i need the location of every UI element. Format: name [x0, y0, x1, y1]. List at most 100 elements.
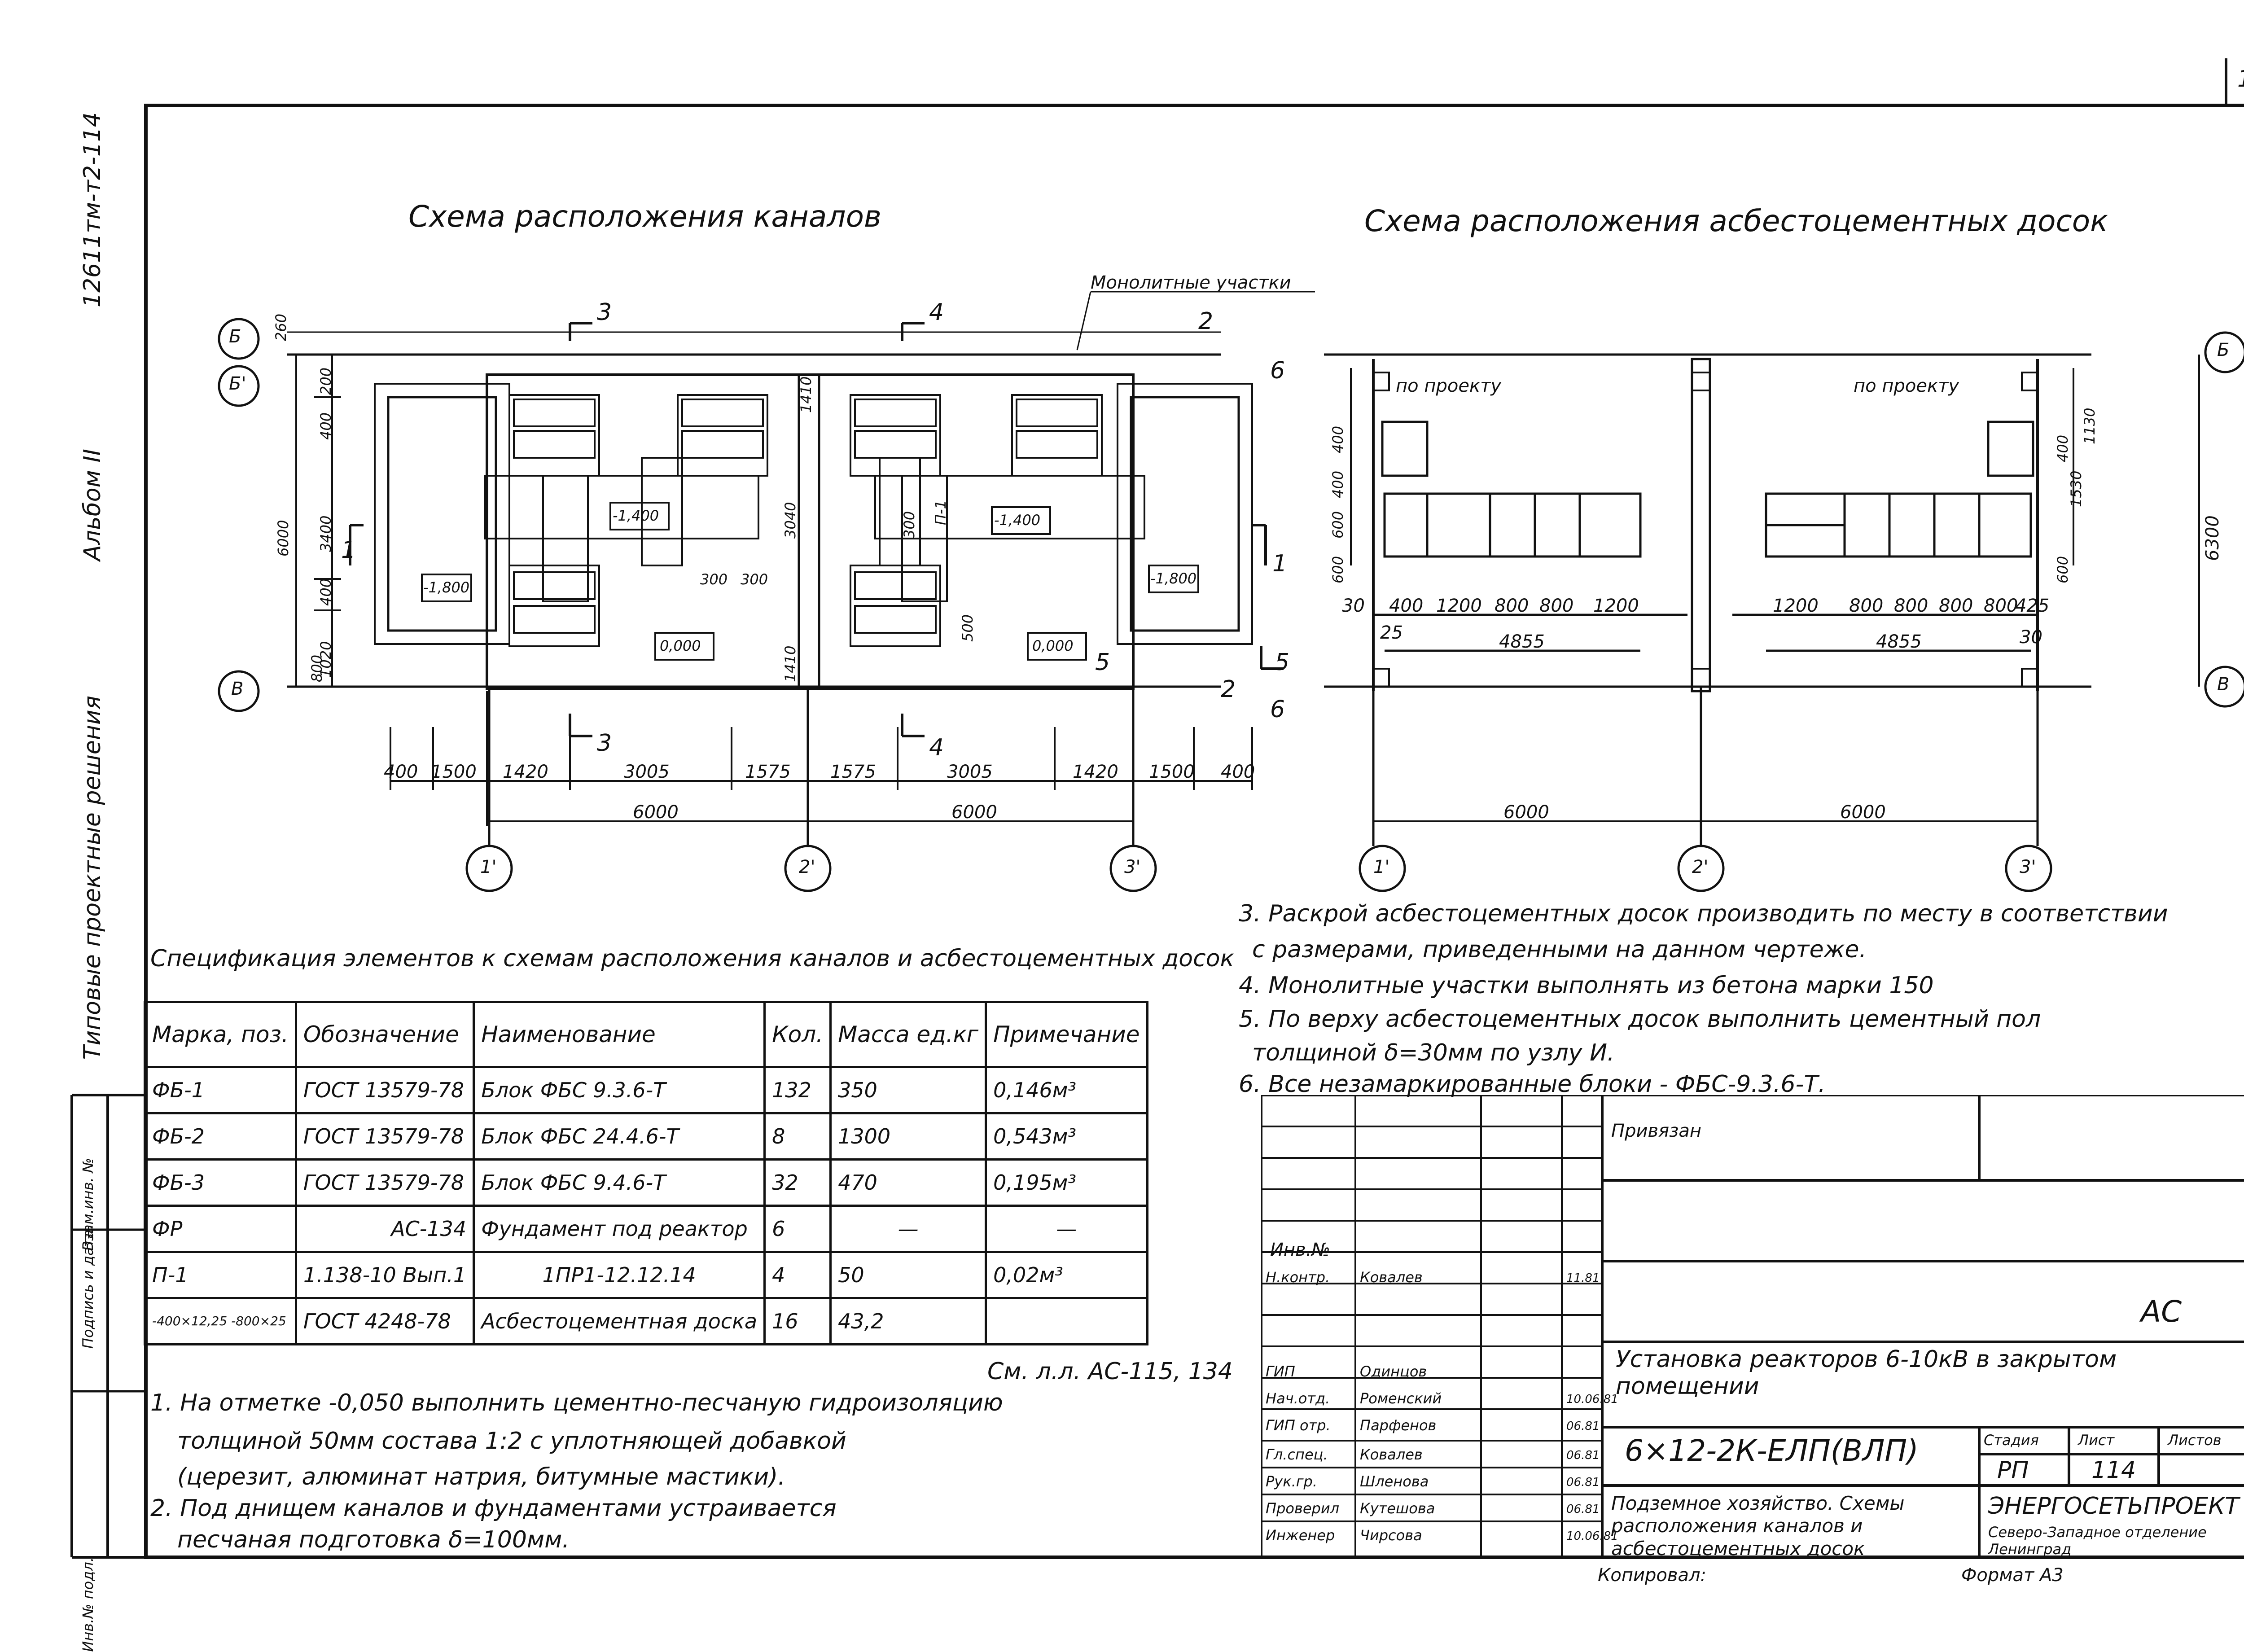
dim-3005-right: 3005	[947, 762, 993, 782]
dim-1575-left: 1575	[745, 762, 791, 782]
axis-col-3: 3'	[1124, 857, 1141, 877]
spec-cell: 0,543м³	[985, 1112, 1148, 1161]
project-code: 12611тм-т2-114	[79, 112, 106, 308]
note-4: 4. Монолитные участки выполнять из бетон…	[1239, 972, 1934, 999]
axis-row-b-prime: Б'	[229, 373, 246, 394]
axis-row-v-right: В	[2217, 674, 2230, 695]
dim-400-left: 400	[384, 762, 418, 782]
board-dim-400: 400	[1389, 596, 1424, 616]
board-dim-30: 30	[1342, 596, 1365, 616]
note-3-cont: с размерами, приведенными на данном черт…	[1252, 936, 1867, 963]
spec-title: Спецификация элементов к схемам располож…	[150, 945, 1234, 972]
elevation-5: 0,000	[660, 637, 701, 654]
board-dim-800-a: 800	[1495, 596, 1529, 616]
spec-cell: 8	[763, 1112, 832, 1161]
stamp-inv-no: Инв.№	[1270, 1240, 1330, 1260]
spec-cell: ГОСТ 4248-78	[294, 1297, 475, 1345]
title-block-lines	[1261, 1095, 2244, 1557]
note-2: 2. Под днищем каналов и фундаментами уст…	[150, 1495, 837, 1522]
inner-dim-800: 800	[308, 654, 325, 682]
section-mark-4-bottom: 4	[929, 734, 944, 761]
spec-cell: Фундамент под реактор	[473, 1205, 766, 1253]
spec-cell: 50	[829, 1251, 987, 1299]
note-po-proektu-right: по проекту	[1854, 376, 1959, 396]
stamp-date: 06.81	[1566, 1476, 1600, 1489]
note-1-cont-a: толщиной 50мм состава 1:2 с уплотняющей …	[177, 1428, 846, 1455]
stamp-name: Парфенов	[1360, 1417, 1437, 1434]
stamp-stage-value: РП	[1997, 1457, 2029, 1484]
board-right-400: 400	[2054, 434, 2071, 462]
stamp-stage-header: Стадия	[1984, 1432, 2039, 1449]
axis-col-3-right: 3'	[2020, 857, 2036, 877]
inner-dim-300-c: 300	[901, 511, 918, 539]
stamp-privyazan: Привязан	[1611, 1121, 1702, 1141]
board-dim-1200-b: 1200	[1593, 596, 1639, 616]
elevation-1: -1,400	[613, 507, 659, 524]
spec-cell: 6	[763, 1205, 832, 1253]
spec-header-note: Примечание	[985, 1001, 1148, 1068]
stamp-sheet-value: 114	[2091, 1457, 2136, 1484]
inner-dim-1410-b: 1410	[782, 645, 799, 682]
dim-3005-left: 3005	[624, 762, 670, 782]
stamp-name: Шленова	[1360, 1473, 1429, 1490]
dim-6000-vertical: 6000	[275, 520, 292, 557]
note-5: 5. По верху асбестоцементных досок выпол…	[1239, 1006, 2041, 1033]
stamp-date: 10.06.81	[1566, 1529, 1618, 1543]
binding-label-inv: Инв.№ подл.	[79, 1557, 96, 1652]
spec-cell: Блок ФБС 9.4.6-Т	[473, 1158, 766, 1207]
dim-3400: 3400	[317, 515, 334, 552]
stamp-name: Ковалев	[1360, 1269, 1423, 1286]
stamp-date: 06.81	[1566, 1420, 1600, 1433]
spec-header-name: Наименование	[473, 1001, 766, 1068]
page-number: 110	[2237, 67, 2244, 91]
section-mark-5-right: 5	[1275, 649, 1290, 676]
spec-cell: Блок ФБС 9.3.6-Т	[473, 1066, 766, 1114]
board-axis-6000-right: 6000	[1840, 802, 1886, 823]
axis-col-2: 2'	[799, 857, 815, 877]
note-5-cont: толщиной δ=30мм по узлу И.	[1252, 1039, 1615, 1066]
board-total-right: 4855	[1876, 631, 1922, 652]
section-mark-2-bottom: 2	[1221, 676, 1236, 703]
board-dim-25: 25	[1380, 622, 1403, 643]
board-dim-30-right: 30	[2020, 627, 2042, 648]
table-row: ФР АС-134 Фундамент под реактор 6 — —	[144, 1205, 1148, 1253]
board-left-600-a: 600	[1329, 511, 1346, 539]
spec-cell: ФБ-1	[144, 1066, 297, 1114]
dim-260: 260	[272, 313, 289, 341]
axis-col-2-right: 2'	[1692, 857, 1709, 877]
board-left-600-b: 600	[1329, 556, 1346, 583]
elevation-2: -1,400	[994, 512, 1041, 529]
spec-cell: 132	[763, 1066, 832, 1114]
board-dim-800-b: 800	[1539, 596, 1574, 616]
table-row: ФБ-1 ГОСТ 13579-78 Блок ФБС 9.3.6-Т 132 …	[144, 1066, 1148, 1114]
spec-cell: Асбестоцементная доска	[473, 1297, 766, 1345]
inner-dim-300-b: 300	[741, 571, 768, 588]
stamp-date: 11.81	[1566, 1271, 1600, 1285]
spec-table: Марка, поз. Обозначение Наименование Кол…	[144, 1001, 1148, 1345]
note-1-cont-b: (церезит, алюминат натрия, битумные маст…	[177, 1464, 785, 1490]
stamp-name: Одинцов	[1360, 1363, 1427, 1380]
section-mark-1-left: 1	[341, 537, 356, 564]
spec-see-ref: См. л.л. АС-115, 134	[987, 1358, 1233, 1385]
board-axis-6000-left: 6000	[1503, 802, 1549, 823]
axis-row-v: В	[231, 679, 244, 699]
stamp-org: ЭНЕРГОСЕТЬПРОЕКТ	[1988, 1493, 2240, 1520]
stamp-role: Рук.гр.	[1266, 1473, 1318, 1490]
board-dim-800-e: 800	[1939, 596, 1973, 616]
section-mark-1-right: 1	[1272, 550, 1288, 577]
stamp-sheet-header: Лист	[2078, 1432, 2115, 1449]
section-mark-3-bottom: 3	[597, 730, 612, 757]
spec-header-designation: Обозначение	[294, 1001, 475, 1068]
inner-dim-1410-a: 1410	[798, 376, 815, 413]
elevation-4: -1,800	[1150, 570, 1197, 587]
elevation-3: -1,800	[423, 579, 470, 596]
spec-cell: ГОСТ 13579-78	[294, 1158, 475, 1207]
board-dim-800-c: 800	[1849, 596, 1884, 616]
stamp-name: Кутешова	[1360, 1500, 1435, 1517]
board-dim-1200-a: 1200	[1436, 596, 1482, 616]
section-mark-5-inner: 5	[1095, 649, 1110, 676]
mark-p1: П-1	[932, 500, 949, 525]
dim-6000-left: 6000	[633, 802, 679, 823]
inner-dim-3040-a: 3040	[782, 502, 799, 539]
spec-header-mass: Масса ед.кг	[829, 1001, 987, 1068]
